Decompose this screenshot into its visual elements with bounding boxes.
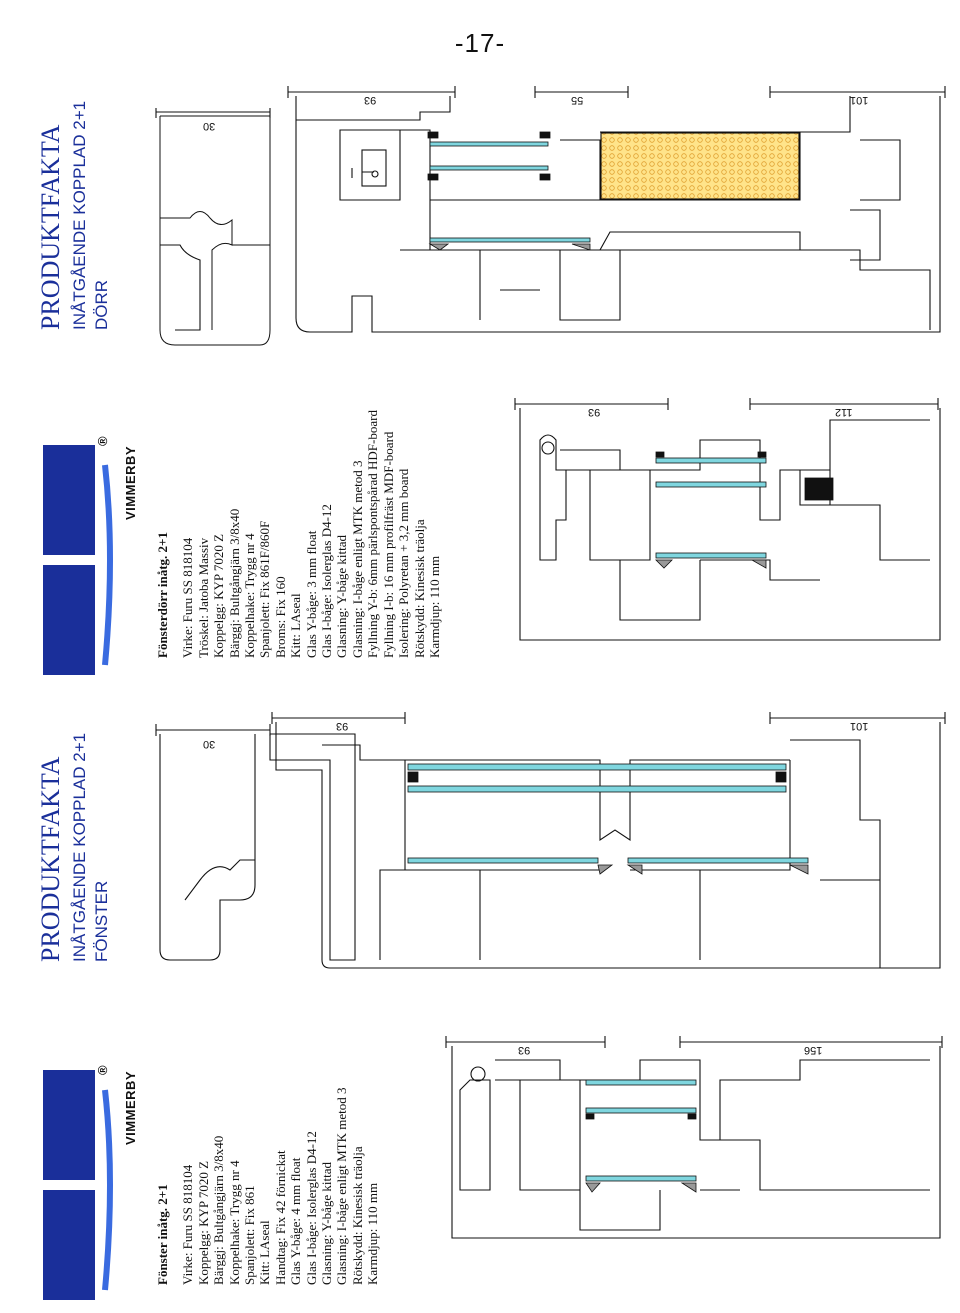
door-top-profile: [155, 108, 271, 346]
dim-window-top-30: 30: [203, 738, 216, 750]
window-spec-item: Glas I-båge: Isolerglas D4-12: [303, 1131, 319, 1285]
window-spec-item: Karmdjup: 110 mm: [365, 1182, 381, 1285]
door-spec-item: Glasning: Y-båge kittad: [334, 535, 350, 658]
door-spec-item: Glas Y-båge: 3 mm float: [303, 530, 319, 658]
door-spec-heading: Fönsterdörr inåtg. 2+1: [155, 532, 170, 658]
door-spec-item: Rötskydd: Kinesisk träolja: [411, 519, 427, 658]
dim-window-101: 101: [850, 720, 869, 732]
door-spec-list: Fönsterdörr inåtg. 2+1 Virke: Furu SS 81…: [155, 410, 442, 658]
window-spec-item: Glasning: I-båge enligt MTK metod 3: [334, 1087, 350, 1286]
window-spec-heading: Fönster inåtg. 2+1: [155, 1184, 170, 1285]
door-spec-item: Isolering: Polyretan + 3,2 mm board: [396, 468, 412, 658]
window-spec-item: Glasning: Y-båge kittad: [319, 1162, 335, 1285]
dim-door-101: 101: [850, 94, 869, 106]
window-product-line1: INÅTGÅENDE KOPPLAD 2+1: [70, 732, 89, 962]
door-spec-item: Kitt: LAseal: [288, 593, 304, 658]
window-spec-item: Koppelgg: KYP 7020 Z: [195, 1160, 211, 1285]
window-spec-item: Rötskydd: Kinesisk träolja: [349, 1146, 365, 1285]
window-product-title: PRODUKTFAKTA: [36, 756, 65, 962]
window-logo-mark: ®: [95, 1064, 110, 1075]
door-spec-item: Broms: Fix 160: [272, 576, 288, 658]
door-main-profile: [287, 86, 946, 333]
dim-door-93: 93: [364, 94, 377, 106]
door-spec-item: Bärggj: Bultgångjärn 3/8x40: [226, 508, 242, 658]
door-logo-mark: ®: [95, 435, 110, 446]
door-spec-item: Tröskel: Jatoba Massiv: [195, 537, 211, 658]
door-spec-item: Fyllning Y-b: 6mm pärlspontspårad HDF-bo…: [365, 410, 381, 658]
dim-window-detail-156: 156: [804, 1044, 823, 1056]
door-product-title: PRODUKTFAKTA: [36, 124, 65, 330]
window-spec-list: Fönster inåtg. 2+1 Virke: Furu SS 818104…: [155, 1088, 381, 1286]
dim-door-55: 55: [571, 94, 584, 106]
logo-door: [35, 435, 120, 675]
door-spec-item: Karmdjup: 110 mm: [426, 555, 442, 658]
door-detail-profile: [514, 398, 941, 641]
window-top-profile: [155, 724, 356, 961]
dim-window-detail-93: 93: [518, 1044, 531, 1056]
logo-window: [43, 1070, 113, 1300]
dim-door-top-30: 30: [203, 120, 216, 132]
dim-door-detail-112: 112: [835, 406, 853, 418]
door-logo-city: VIMMERBY: [123, 445, 138, 520]
door-spec-item: Fyllning I-b: 16 mm profilfräst MDF-boar…: [380, 431, 396, 658]
window-detail-profile: [445, 1036, 943, 1239]
window-product-line2: FÖNSTER: [92, 880, 111, 962]
window-spec-item: Virke: Furu SS 818104: [180, 1164, 196, 1285]
dim-window-93: 93: [336, 720, 349, 732]
window-spec-item: Glas Y-båge: 4 mm float: [288, 1157, 304, 1285]
door-spec-item: Koppelhake: Trygg nr 4: [242, 533, 258, 658]
door-product-line2: DÖRR: [92, 279, 111, 330]
door-product-line1: INÅTGÅENDE KOPPLAD 2+1: [70, 100, 89, 330]
window-spec-item: Bärggj: Bultgångjärn 3/8x40: [211, 1135, 227, 1285]
dim-door-detail-93: 93: [588, 406, 601, 418]
window-logo-city: VIMMERBY: [123, 1070, 138, 1145]
door-spec-item: Koppelgg: KYP 7020 Z: [211, 533, 227, 658]
door-spec-item: Glas I-båge: Isolerglas D4-12: [319, 504, 335, 658]
window-spec-item: Spanjolett: Fix 861: [242, 1185, 258, 1285]
window-main-profile: [271, 712, 946, 969]
door-spec-item: Virke: Furu SS 818104: [180, 537, 196, 658]
window-spec-item: Koppelhake: Trygg nr 4: [226, 1160, 242, 1285]
page-number: -17-: [454, 28, 506, 58]
door-spec-item: Spanjolett: Fix 861F/860F: [257, 520, 273, 658]
door-spec-item: Glasning: I-båge enligt MTK metod 3: [349, 460, 365, 659]
window-spec-item: Handtag: Fix 42 förnickat: [272, 1150, 288, 1285]
window-spec-item: Kitt: LAseal: [257, 1220, 273, 1285]
